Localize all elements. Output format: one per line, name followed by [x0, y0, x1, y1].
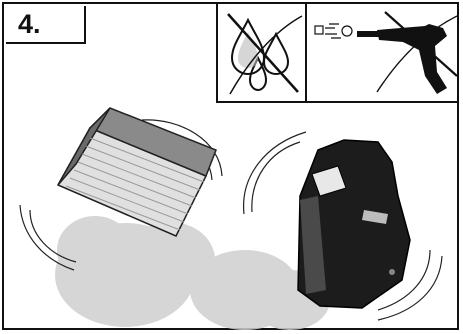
- filter-cartridge-icon: [58, 108, 216, 236]
- dust-cloud-icon: [55, 216, 330, 330]
- filter-cassette-icon: [298, 140, 410, 308]
